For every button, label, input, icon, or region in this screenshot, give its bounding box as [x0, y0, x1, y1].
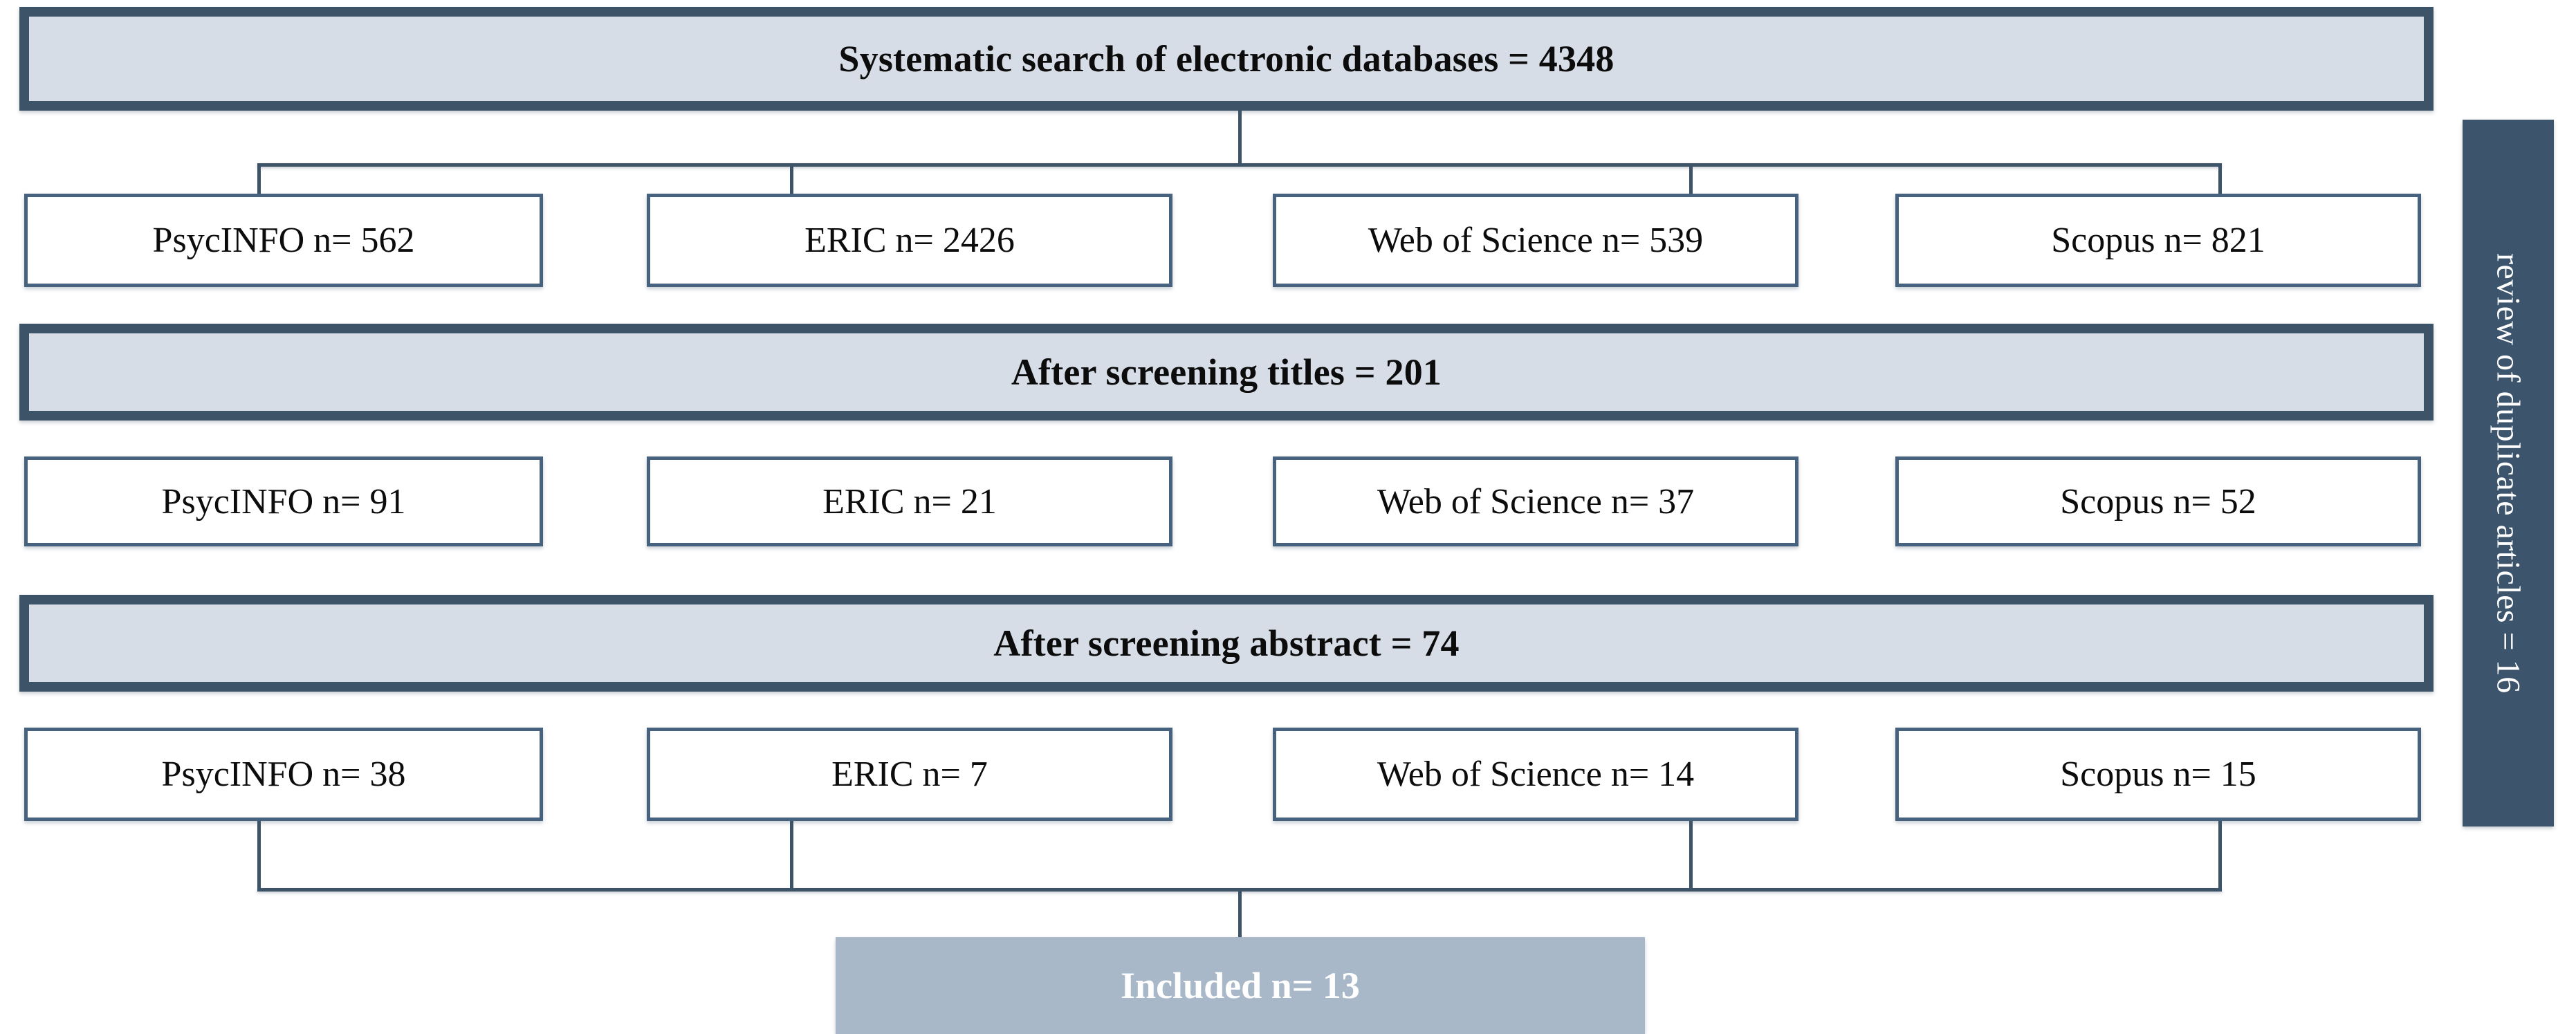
- connector-stage1-drop-1: [257, 163, 261, 196]
- db-box: PsycINFO n= 91: [24, 456, 543, 546]
- stage-banner-1: Systematic search of electronic database…: [19, 7, 2434, 111]
- included-result-box: Included n= 13: [836, 937, 1645, 1034]
- db-box-label: PsycINFO n= 562: [152, 221, 415, 260]
- db-box-label: Scopus n= 52: [2060, 481, 2256, 521]
- duplicate-review-sidebar: review of duplicate articles = 16: [2463, 120, 2554, 827]
- db-box-label: Web of Science n= 539: [1368, 221, 1704, 260]
- db-box: Scopus n= 821: [1895, 194, 2421, 287]
- db-box-label: Web of Science n= 14: [1377, 755, 1695, 794]
- db-box-label: PsycINFO n= 38: [161, 755, 406, 794]
- db-box: ERIC n= 21: [647, 456, 1172, 546]
- db-box-label: Web of Science n= 37: [1377, 481, 1695, 521]
- db-box: Web of Science n= 14: [1273, 728, 1798, 821]
- connector-stage1-stem: [1238, 111, 1242, 165]
- duplicate-review-label: review of duplicate articles = 16: [2490, 252, 2527, 694]
- db-box: Scopus n= 15: [1895, 728, 2421, 821]
- stage-banner-2-label: After screening titles = 201: [1011, 351, 1442, 393]
- db-box-label: Scopus n= 821: [2051, 221, 2265, 260]
- connector-result-riser-1: [257, 821, 261, 890]
- db-box: ERIC n= 7: [647, 728, 1172, 821]
- db-box: PsycINFO n= 562: [24, 194, 543, 287]
- db-box-label: ERIC n= 7: [831, 755, 988, 794]
- stage-banner-2: After screening titles = 201: [19, 324, 2434, 421]
- db-box-label: ERIC n= 2426: [804, 221, 1015, 260]
- connector-stage1-drop-3: [1689, 163, 1693, 196]
- connector-result-riser-2: [790, 821, 793, 890]
- stage-banner-3: After screening abstract = 74: [19, 595, 2434, 692]
- db-box-label: ERIC n= 21: [822, 481, 997, 521]
- db-box-label: Scopus n= 15: [2060, 755, 2256, 794]
- connector-result-riser-4: [2218, 821, 2222, 890]
- stage-banner-3-label: After screening abstract = 74: [993, 622, 1460, 664]
- db-box: PsycINFO n= 38: [24, 728, 543, 821]
- db-box: Web of Science n= 37: [1273, 456, 1798, 546]
- db-box-label: PsycINFO n= 91: [161, 481, 406, 521]
- connector-stage1-drop-4: [2218, 163, 2222, 196]
- db-box: ERIC n= 2426: [647, 194, 1172, 287]
- connector-result-riser-3: [1689, 821, 1693, 890]
- db-box: Scopus n= 52: [1895, 456, 2421, 546]
- connector-result-stem: [1238, 888, 1242, 939]
- included-result-label: Included n= 13: [1121, 965, 1360, 1006]
- db-box: Web of Science n= 539: [1273, 194, 1798, 287]
- connector-stage1-drop-2: [790, 163, 793, 196]
- connector-stage1-bus: [257, 163, 2222, 167]
- stage-banner-1-label: Systematic search of electronic database…: [838, 38, 1614, 80]
